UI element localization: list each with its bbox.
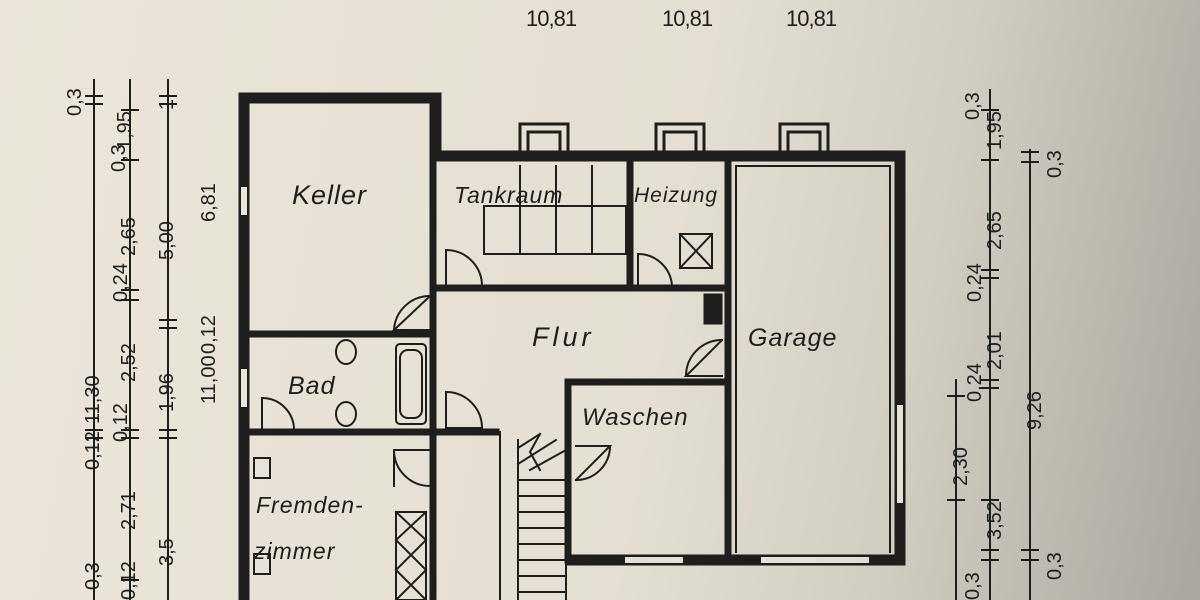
room-height-dim-3: 11,00 <box>198 355 220 404</box>
heating-box <box>678 232 714 270</box>
window-wells <box>518 122 830 158</box>
left-inner-dim-1: 1 <box>156 98 178 110</box>
left-outer-dim-4: 0,3 <box>82 562 104 590</box>
left-inner-dim-4: 3,5 <box>156 538 178 566</box>
window-height-3: 10,81 <box>786 6 837 31</box>
room-height-dim-2: 0,12 <box>198 315 220 354</box>
room-fremdenzimmer-line1: Fremden- <box>256 492 364 518</box>
right-col-dim-1: 0,3 <box>1044 150 1066 178</box>
interior-walls <box>246 94 732 600</box>
bath-fixtures <box>335 339 427 427</box>
room-bad: Bad <box>288 372 336 400</box>
right-dim-lines <box>947 89 1039 600</box>
room-waschen: Waschen <box>582 404 689 431</box>
left-mid-dim-2: 0,3 <box>108 144 130 172</box>
room-tankraum: Tankraum <box>454 182 564 208</box>
right-dim-4: 0,24 <box>964 263 986 302</box>
right-dim-9: 0,3 <box>962 572 984 600</box>
right-dim-5: 2,01 <box>984 331 1006 370</box>
left-inner-dim-3: 1,96 <box>156 373 178 412</box>
left-mid-dim-6: 0,12 <box>110 403 132 442</box>
left-mid-dim-3: 2,65 <box>118 217 140 256</box>
room-keller: Keller <box>292 180 368 210</box>
room-garage: Garage <box>748 324 838 352</box>
right-dim-7: 2,30 <box>950 447 972 486</box>
left-outer-dim-1: 0,3 <box>64 88 86 116</box>
tanks <box>483 165 627 255</box>
right-dim-1: 0,3 <box>962 92 984 120</box>
shelf <box>253 457 428 600</box>
left-mid-dim-8: 0,12 <box>118 561 140 600</box>
right-col-dim-2: 9,26 <box>1024 391 1046 430</box>
room-height-dim-1: 6,81 <box>198 183 220 222</box>
right-dim-3: 2,65 <box>984 211 1006 250</box>
stairs <box>499 431 568 600</box>
doors <box>260 248 724 488</box>
window-height-2: 10,81 <box>662 6 713 31</box>
right-col-dim-3: 0,3 <box>1044 552 1066 580</box>
left-mid-dim-4: 0,24 <box>110 263 132 302</box>
right-dim-2: 1,95 <box>984 111 1006 150</box>
room-flur: Flur <box>532 322 595 352</box>
left-mid-dim-7: 2,71 <box>118 491 140 530</box>
left-outer-dim-2: 11,30 <box>82 375 104 424</box>
right-dim-8: 3,52 <box>984 501 1006 540</box>
window-height-1: 10,81 <box>526 6 577 31</box>
left-outer-dim-3: 0,12 <box>82 431 104 470</box>
left-dim-lines <box>85 79 177 600</box>
left-mid-dim-5: 2,52 <box>118 343 140 382</box>
room-fremdenzimmer-line2: zimmer <box>254 538 336 564</box>
right-dim-6: 0,24 <box>964 363 986 402</box>
left-inner-dim-2: 5,00 <box>156 221 178 260</box>
room-heizung: Heizung <box>634 184 719 207</box>
